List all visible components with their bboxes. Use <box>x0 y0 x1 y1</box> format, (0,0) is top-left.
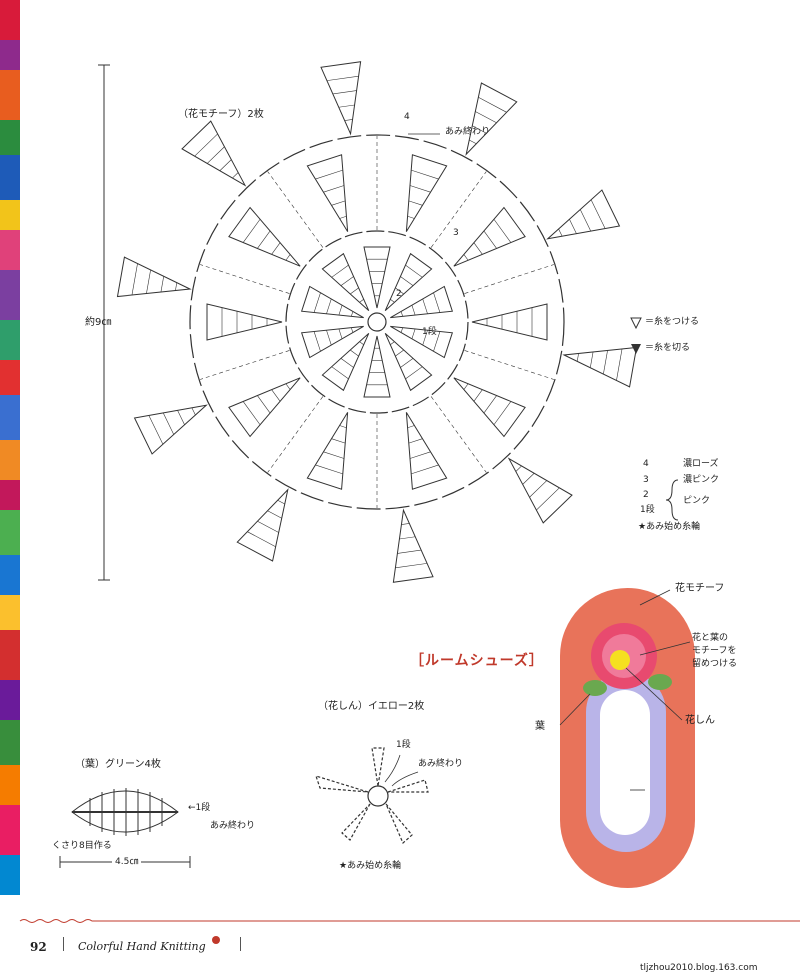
legend-color-4: 濃ローズ <box>683 459 719 469</box>
leaf-round: ←1段 <box>188 803 211 813</box>
legend-cut: ＝糸を切る <box>645 343 691 353</box>
center-title: （花しん）イエロー2枚 <box>318 701 425 712</box>
shoe-attach-note-1: 花と葉の <box>692 633 729 643</box>
legend-row-4: 4 <box>643 459 649 469</box>
shoe-center-label: 花しん <box>685 715 715 726</box>
flower-center-chart <box>315 747 429 844</box>
footer-separator <box>240 937 241 951</box>
legend-attach: ＝糸をつける <box>645 317 700 327</box>
legend-color-3: 濃ピンク <box>683 475 720 485</box>
leader-lines <box>408 133 691 726</box>
legend-row-2: 2 <box>643 490 649 500</box>
leaf-end-label: あみ終わり <box>210 821 256 831</box>
center-end-label: あみ終わり <box>418 759 464 769</box>
leaf-width: 4.5㎝ <box>112 858 142 867</box>
footer-divider <box>19 919 800 923</box>
legend-row-3: 3 <box>643 475 649 485</box>
leaf-chain: くさり8目作る <box>52 841 112 851</box>
size-dimension-line <box>98 64 110 581</box>
round-2-label: 2 <box>396 289 402 299</box>
flower-motif-chart <box>116 61 638 583</box>
shoe-leaf-label: 葉 <box>535 721 545 732</box>
round-4-label: 4 <box>404 112 410 122</box>
flower-end-label: あみ終わり <box>445 127 491 137</box>
shoe-flower-label: 花モチーフ <box>675 583 725 594</box>
legend-start: ★あみ始め糸輪 <box>638 522 701 532</box>
center-start: ★あみ始め糸輪 <box>339 861 402 871</box>
shoe-attach-note-2: モチーフを <box>692 646 737 656</box>
footer-logo-icon <box>212 936 220 944</box>
flower-motif-title: （花モチーフ）2枚 <box>178 109 264 120</box>
flower-size-label: 約9㎝ <box>85 317 112 328</box>
leaf-title: （葉）グリーン4枚 <box>75 759 161 770</box>
room-shoe-illustration <box>560 588 695 888</box>
room-shoes-title: ［ルームシューズ］ <box>410 653 544 669</box>
source-url: tljzhou2010.blog.163.com <box>640 963 758 973</box>
legend-row-1: 1段 <box>640 505 655 515</box>
leaf-chart <box>59 788 191 868</box>
footer-separator <box>63 937 64 951</box>
round-1-label: 1段 <box>422 327 437 337</box>
page-number: 92 <box>30 940 47 954</box>
round-3-label: 3 <box>453 228 459 238</box>
center-round: 1段 <box>396 740 411 750</box>
legend-pink: ピンク <box>683 496 711 506</box>
shoe-attach-note-3: 留めつける <box>692 659 738 669</box>
magazine-title: Colorful Hand Knitting <box>78 940 206 953</box>
legend-symbols <box>630 317 679 521</box>
yarn-border-image <box>0 0 20 930</box>
